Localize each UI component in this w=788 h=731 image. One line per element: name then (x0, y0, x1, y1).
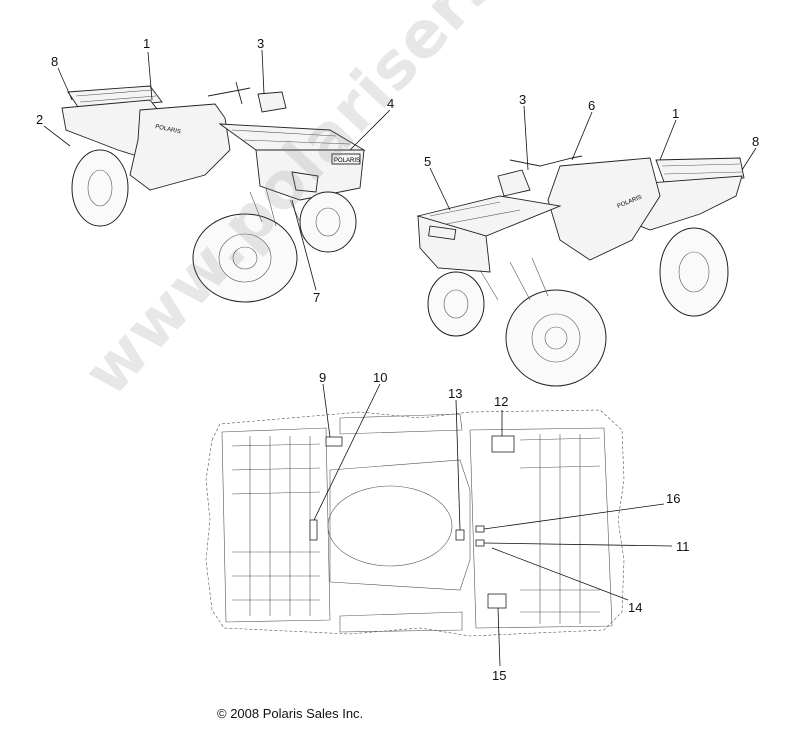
atv-underside-view (205, 409, 625, 637)
callout-1-right: 1 (672, 106, 679, 121)
underside-frame (329, 459, 471, 591)
callout-15: 15 (492, 668, 506, 683)
callout-16: 16 (666, 491, 680, 506)
handlebar-right-view (509, 155, 583, 167)
callout-2: 2 (36, 112, 43, 127)
underside-front-rack (469, 427, 613, 629)
underside-rear-rack (221, 427, 331, 623)
rear-rack-right-view (655, 157, 745, 183)
decal-location-16 (475, 525, 485, 533)
callout-1-left: 1 (143, 36, 150, 51)
decal-location-11 (475, 539, 485, 547)
atv-view-left: POLARIS POLARIS (61, 81, 366, 303)
callout-6: 6 (588, 98, 595, 113)
callout-numbers: 1 2 3 4 7 8 3 6 1 5 8 9 10 13 12 16 11 1… (36, 36, 759, 683)
front-logo-plate-right (428, 225, 457, 241)
copyright-footer: © 2008 Polaris Sales Inc. (217, 706, 364, 721)
decal-location-9 (325, 436, 343, 447)
callout-12: 12 (494, 394, 508, 409)
callout-10: 10 (373, 370, 387, 385)
instrument-pod-left-view (257, 91, 287, 113)
suspension-right-view (479, 257, 549, 301)
callout-7: 7 (313, 290, 320, 305)
decal-location-13 (455, 529, 465, 541)
front-logo-decal: POLARIS (334, 158, 360, 164)
underside-footwell-bottom (339, 611, 463, 633)
callout-8-right: 8 (752, 134, 759, 149)
front-fascia-right-view (417, 215, 491, 273)
front-rack-left-view (218, 123, 366, 151)
atv-view-right: POLARIS (416, 155, 745, 387)
callout-14: 14 (628, 600, 642, 615)
front-tire-far-left-view (299, 191, 357, 253)
callout-8-left: 8 (51, 54, 58, 69)
callout-11: 11 (676, 539, 690, 554)
headlight-left-view (291, 171, 319, 193)
callout-4: 4 (387, 96, 394, 111)
front-tire-main-left-view (192, 213, 298, 303)
fender-logo-decal: POLARIS (155, 124, 182, 135)
front-logo-plate (331, 153, 361, 165)
callout-3-left: 3 (257, 36, 264, 51)
body-right-view (547, 157, 661, 261)
rear-tire-right-view (659, 227, 729, 317)
decal-location-12 (491, 435, 515, 453)
front-tire-main-right-view (505, 289, 607, 387)
callout-5: 5 (424, 154, 431, 169)
decal-location-10 (309, 519, 318, 541)
underside-center-cutout (327, 485, 453, 567)
callout-3-right: 3 (519, 92, 526, 107)
body-left-view (129, 103, 231, 191)
instrument-pod-right-view (497, 169, 531, 197)
front-tire-far-right-view (427, 271, 485, 337)
rear-tire-left-view (71, 149, 129, 227)
underside-outline (205, 409, 625, 637)
callout-13: 13 (448, 386, 462, 401)
underside-footwell-top (339, 413, 463, 435)
leader-lines (43, 49, 757, 667)
decal-location-15 (487, 593, 507, 609)
handlebar-left-view (207, 81, 251, 105)
callout-9: 9 (319, 370, 326, 385)
